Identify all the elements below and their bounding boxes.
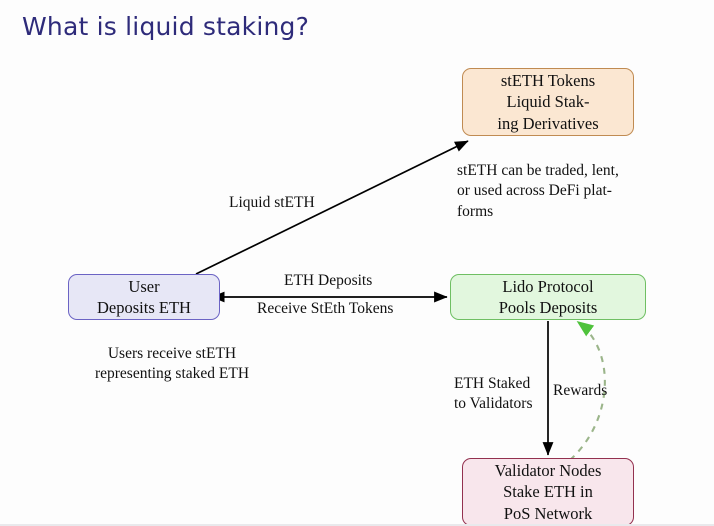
caption-users-receive-line-2: representing staked ETH (94, 365, 250, 383)
node-validator-line-1: Validator Nodes (494, 461, 602, 481)
caption-steth-usage-line-1: stETH can be traded, lent, (457, 162, 619, 179)
caption-steth-usage-line-2: or used across DeFi plat- (457, 182, 612, 200)
caption-steth-usage-line-3: forms (457, 202, 494, 220)
node-steth-line-2: Liquid Stak- (506, 92, 590, 112)
edge-label-eth-staked-line-1: ETH Staked (454, 375, 531, 392)
edge-label-receive-steth-tokens: Receive StEth Tokens (257, 300, 394, 317)
node-lido-line-1: Lido Protocol (502, 276, 594, 296)
node-steth-line-3: ing Derivatives (497, 113, 599, 133)
node-user-deposits-eth[interactable]: User Deposits ETH (68, 274, 220, 320)
node-validator-line-2: Stake ETH in (503, 482, 593, 502)
edge-label-rewards: Rewards (553, 382, 608, 399)
node-steth-tokens[interactable]: stETH Tokens Liquid Stak- ing Derivative… (462, 68, 634, 136)
node-validator-line-3: PoS Network (503, 503, 593, 523)
node-lido-line-2: Pools Deposits (498, 298, 598, 317)
edge-label-liquid-steth: Liquid stETH (229, 194, 315, 211)
node-lido-protocol[interactable]: Lido Protocol Pools Deposits (450, 274, 646, 320)
edge-label-eth-staked-line-2: to Validators (454, 395, 533, 413)
caption-steth-usage: stETH can be traded, lent, or used acros… (457, 161, 643, 222)
edge-user-to-steth (195, 140, 469, 275)
node-steth-line-1: stETH Tokens (500, 71, 596, 91)
node-user-line-1: User (128, 276, 160, 296)
edge-label-eth-staked-to-validators: ETH Staked to Validators (454, 374, 533, 415)
node-validator-nodes[interactable]: Validator Nodes Stake ETH in PoS Network (462, 458, 634, 526)
edge-label-eth-deposits: ETH Deposits (284, 272, 373, 289)
node-user-line-2: Deposits ETH (97, 298, 191, 317)
page-title: What is liquid staking? (22, 12, 310, 41)
caption-users-receive-steth: Users receive stETH representing staked … (64, 344, 280, 385)
slide-bottom-rule (0, 524, 714, 526)
caption-users-receive-line-1: Users receive stETH (107, 345, 237, 362)
